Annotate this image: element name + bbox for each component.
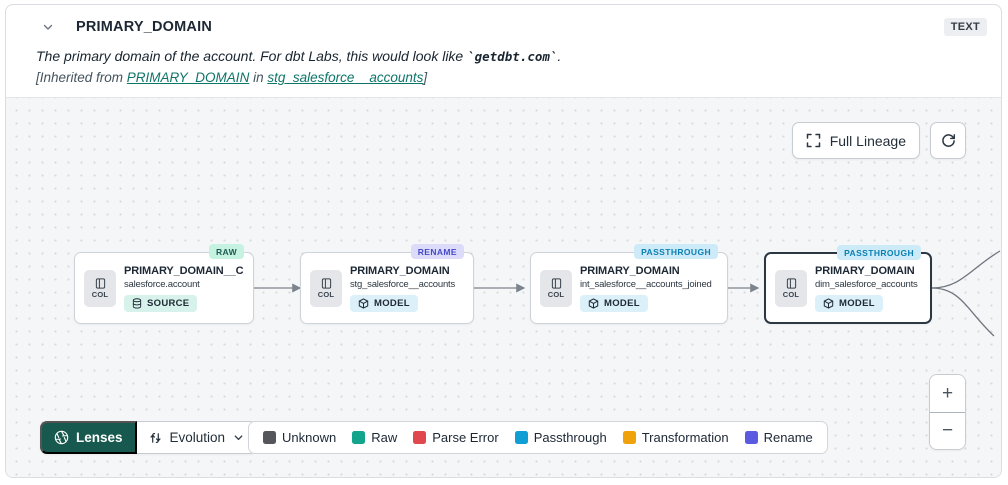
column-lineage-panel: PRIMARY_DOMAIN TEXT The primary domain o… bbox=[5, 4, 1002, 478]
lineage-edges bbox=[254, 250, 1001, 337]
inherited-model-link[interactable]: stg_salesforce__accounts bbox=[267, 70, 424, 86]
legend-swatch bbox=[514, 431, 528, 444]
chevron-down-icon bbox=[234, 435, 243, 441]
lineage-node-source[interactable]: RAW COL PRIMARY_DOMAIN__C salesforce.acc… bbox=[74, 244, 254, 325]
column-type-badge: TEXT bbox=[943, 18, 987, 36]
lineage-node-intermediate[interactable]: PASSTHROUGH COL PRIMARY_DOMAIN int_sales… bbox=[530, 244, 728, 325]
node-status-badge: RAW bbox=[208, 244, 244, 260]
fullscreen-icon bbox=[806, 133, 821, 148]
column-description: The primary domain of the account. For d… bbox=[36, 48, 562, 64]
node-column-name: PRIMARY_DOMAIN bbox=[350, 264, 450, 277]
model-icon bbox=[823, 298, 834, 309]
zoom-in-button[interactable]: + bbox=[930, 375, 965, 412]
resource-type-badge: SOURCE bbox=[124, 294, 198, 312]
refresh-button[interactable] bbox=[930, 122, 966, 160]
resource-type-badge: MODEL bbox=[580, 294, 648, 312]
column-chip: COL bbox=[84, 269, 116, 307]
legend-swatch bbox=[263, 431, 276, 444]
node-column-name: PRIMARY_DOMAIN__C bbox=[124, 264, 244, 277]
inherited-column-link[interactable]: PRIMARY_DOMAIN bbox=[126, 70, 250, 86]
lineage-node-dim-selected[interactable]: PASSTHROUGH COL PRIMARY_DOMAIN dim_sales… bbox=[764, 245, 932, 325]
legend-item: Raw bbox=[352, 430, 397, 445]
resource-type-badge: MODEL bbox=[815, 294, 883, 312]
lens-controls: Lenses Evolution bbox=[40, 421, 258, 454]
column-icon bbox=[551, 278, 561, 289]
node-model-name: int_salesforce__accounts_joined bbox=[580, 278, 712, 290]
model-icon bbox=[358, 298, 369, 309]
column-icon bbox=[95, 278, 105, 289]
node-column-name: PRIMARY_DOMAIN bbox=[815, 264, 915, 277]
legend-swatch bbox=[744, 431, 758, 444]
lineage-node-staging[interactable]: RENAME COL PRIMARY_DOMAIN stg_salesforce… bbox=[300, 244, 474, 325]
refresh-icon bbox=[941, 134, 955, 148]
legend-swatch bbox=[413, 431, 427, 444]
column-icon bbox=[786, 278, 796, 289]
lens-legend: Unknown Raw Parse Error Passthrough Tran… bbox=[248, 421, 828, 454]
inline-code: `getdbt.com` bbox=[467, 49, 558, 64]
legend-swatch bbox=[622, 431, 636, 444]
lens-dropdown[interactable]: Evolution bbox=[136, 421, 258, 454]
legend-item: Rename bbox=[744, 430, 813, 445]
node-model-name: salesforce.account bbox=[124, 278, 200, 290]
full-lineage-button[interactable]: Full Lineage bbox=[791, 122, 920, 160]
zoom-controls: + − bbox=[929, 374, 966, 450]
legend-item: Passthrough bbox=[514, 430, 607, 445]
legend-swatch bbox=[352, 431, 366, 444]
column-chip: COL bbox=[775, 269, 807, 307]
column-header: PRIMARY_DOMAIN TEXT The primary domain o… bbox=[6, 5, 1001, 97]
column-icon bbox=[321, 278, 331, 289]
column-chip: COL bbox=[310, 269, 342, 307]
legend-item: Transformation bbox=[622, 430, 729, 445]
lenses-button[interactable]: Lenses bbox=[40, 421, 137, 454]
node-model-name: dim_salesforce_accounts bbox=[815, 278, 918, 290]
collapse-chevron-icon[interactable] bbox=[42, 21, 54, 33]
inherited-from-note: [Inherited from PRIMARY_DOMAIN in stg_sa… bbox=[36, 70, 428, 86]
zoom-out-button[interactable]: − bbox=[930, 412, 965, 449]
legend-item: Unknown bbox=[263, 430, 336, 445]
page-title: PRIMARY_DOMAIN bbox=[76, 19, 212, 35]
column-chip: COL bbox=[540, 269, 572, 307]
lineage-canvas[interactable]: Full Lineage RAW COL PRIMARY_DOMAIN__C s… bbox=[6, 97, 1001, 477]
model-icon bbox=[588, 298, 599, 309]
lens-aperture-icon bbox=[54, 430, 69, 445]
legend-item: Parse Error bbox=[413, 430, 499, 445]
node-column-name: PRIMARY_DOMAIN bbox=[580, 264, 680, 277]
node-status-badge: PASSTHROUGH bbox=[837, 245, 921, 261]
resource-type-badge: MODEL bbox=[350, 294, 418, 312]
node-status-badge: PASSTHROUGH bbox=[634, 244, 718, 260]
node-model-name: stg_salesforce__accounts bbox=[350, 278, 456, 290]
source-icon bbox=[132, 298, 142, 309]
node-status-badge: RENAME bbox=[410, 244, 464, 260]
evolution-icon bbox=[149, 432, 161, 443]
